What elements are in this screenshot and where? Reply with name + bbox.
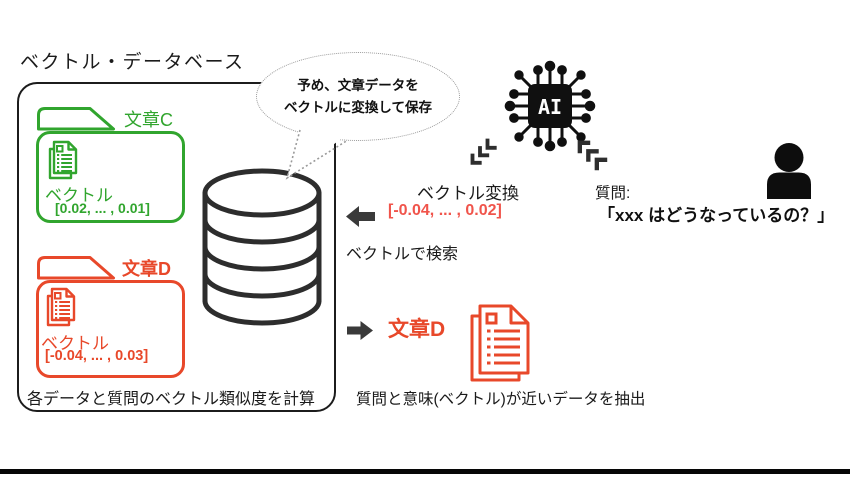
folder-d-label: 文章D (122, 259, 171, 279)
folder-d-vector-label: ベクトル (41, 334, 109, 353)
folder-c-tab-icon (37, 107, 115, 131)
ai-chip-label: AI (538, 95, 562, 119)
result-doc-label: 文章D (388, 318, 446, 341)
speech-bubble: 予め、文章データを ベクトルに変換して保存 (256, 52, 460, 141)
database-icon (202, 168, 322, 326)
result-caption: 質問と意味(ベクトル)が近いデータを抽出 (356, 391, 646, 408)
folder-c-vector-label: ベクトル (45, 186, 113, 205)
folder-c-vector-value: [0.02, ... , 0.01] (55, 200, 150, 216)
chevrons-to-ai-icon (577, 140, 608, 171)
chevrons-to-db-icon (470, 138, 497, 165)
query-vector-value: [-0.04, ... , 0.02] (388, 202, 502, 219)
bubble-line-1: 予め、文章データを (297, 77, 419, 93)
document-c-icon (48, 140, 78, 180)
folder-d-tab-icon (37, 256, 115, 280)
question-label: 質問: (595, 185, 631, 202)
bottom-divider (0, 469, 850, 474)
ai-chip-icon: AI (504, 60, 596, 152)
folder-c-label: 文章C (124, 110, 173, 130)
folder-d-vector-value: [-0.04, ... , 0.03] (45, 348, 149, 364)
speech-bubble-tail (285, 126, 349, 180)
question-text: 「xxx はどうなっているの？」 (598, 206, 835, 225)
right-arrow-icon (347, 321, 373, 340)
vector-conversion-label: ベクトル変換 (417, 184, 519, 203)
left-arrow-icon (346, 206, 375, 227)
bubble-line-2: ベクトルに変換して保存 (283, 99, 433, 115)
vector-db-box (17, 82, 336, 412)
person-icon (767, 143, 811, 199)
result-document-icon (470, 304, 530, 382)
document-d-icon (46, 287, 76, 327)
similarity-caption: 各データと質問のベクトル類似度を計算 (27, 391, 316, 408)
vector-search-caption: ベクトルで検索 (346, 246, 459, 263)
page-title: ベクトル・データベース (20, 52, 245, 73)
